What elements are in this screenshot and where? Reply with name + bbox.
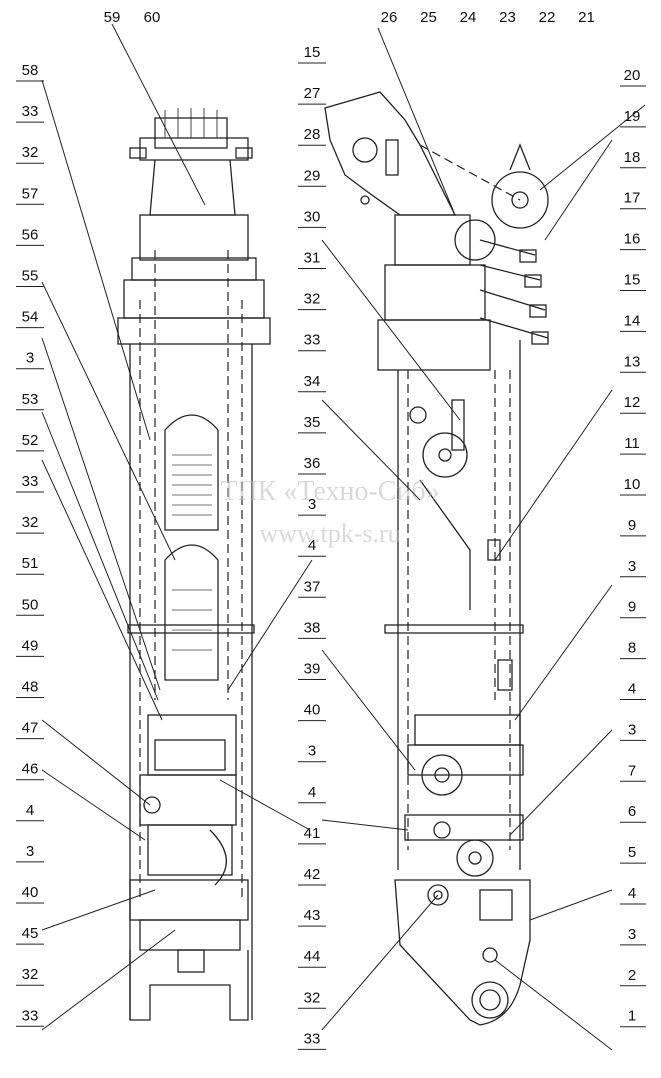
callout-right-13: 9 xyxy=(628,599,636,616)
callout-left-12: 51 xyxy=(22,555,39,572)
callout-center-23: 32 xyxy=(304,989,321,1006)
callout-center-3: 29 xyxy=(304,167,321,184)
callout-right-17: 7 xyxy=(628,762,636,779)
callout-right-7: 13 xyxy=(624,353,641,370)
callout-left-15: 48 xyxy=(22,679,39,696)
callout-right-20: 4 xyxy=(628,885,636,902)
callout-right-9: 11 xyxy=(624,435,640,452)
callout-top-right-4: 22 xyxy=(539,9,556,26)
callout-left-top-1: 60 xyxy=(144,9,161,26)
callout-center-20: 42 xyxy=(304,866,321,883)
callout-right-5: 15 xyxy=(624,272,641,289)
callouts-left: 5833325756555435352333251504948474643404… xyxy=(16,62,44,1027)
callout-left-16: 47 xyxy=(22,720,39,737)
callout-center-8: 34 xyxy=(304,373,321,390)
boom-top-view xyxy=(117,108,271,1021)
callout-center-2: 28 xyxy=(304,126,321,143)
callout-center-1: 27 xyxy=(304,85,321,102)
watermark-line1: ТПК «Техно-Сиб» xyxy=(220,476,439,507)
callout-center-22: 44 xyxy=(304,948,321,965)
callout-left-5: 55 xyxy=(22,268,39,285)
callout-left-17: 46 xyxy=(22,761,39,778)
callout-center-4: 30 xyxy=(304,208,321,225)
callout-right-14: 8 xyxy=(628,640,636,657)
callout-top-right-0: 26 xyxy=(381,9,398,26)
callout-right-11: 9 xyxy=(628,517,636,534)
callout-top-right-5: 21 xyxy=(578,9,595,26)
callouts-top-right: 26 25 24 23 22 21 xyxy=(381,9,595,26)
callout-left-20: 40 xyxy=(22,884,39,901)
callout-right-22: 2 xyxy=(628,967,636,984)
callouts-left-top: 59 60 xyxy=(104,9,161,26)
callout-top-right-1: 25 xyxy=(420,9,437,26)
callout-center-24: 33 xyxy=(304,1030,321,1047)
callout-center-9: 35 xyxy=(304,414,321,431)
callout-center-14: 38 xyxy=(304,619,321,636)
callout-left-6: 54 xyxy=(22,309,39,326)
callout-right-2: 18 xyxy=(624,149,641,166)
callout-top-right-2: 24 xyxy=(460,9,477,26)
callout-left-9: 52 xyxy=(22,432,39,449)
callout-left-top-0: 59 xyxy=(104,9,121,26)
callout-left-4: 56 xyxy=(22,226,39,243)
callout-right-21: 3 xyxy=(628,926,636,943)
callout-right-3: 17 xyxy=(624,190,641,207)
callout-right-0: 20 xyxy=(624,67,641,84)
callout-center-6: 32 xyxy=(304,291,321,308)
callout-left-18: 4 xyxy=(26,802,34,819)
callout-left-13: 50 xyxy=(22,596,39,613)
callouts-center: 1527282930313233343536343738394034414243… xyxy=(298,44,326,1050)
callout-right-15: 4 xyxy=(628,681,636,698)
callout-top-right-3: 23 xyxy=(499,9,516,26)
callout-left-11: 32 xyxy=(22,514,39,531)
callout-left-8: 53 xyxy=(22,391,39,408)
leader-lines xyxy=(41,23,646,1051)
callout-left-1: 33 xyxy=(22,103,39,120)
callout-center-7: 33 xyxy=(304,332,321,349)
callout-center-16: 40 xyxy=(304,702,321,719)
callout-left-0: 58 xyxy=(22,62,39,79)
callout-right-12: 3 xyxy=(628,558,636,575)
callout-right-19: 5 xyxy=(628,844,636,861)
callout-right-4: 16 xyxy=(624,231,641,248)
callout-left-19: 3 xyxy=(26,843,34,860)
callout-left-10: 33 xyxy=(22,473,39,490)
callout-center-21: 43 xyxy=(304,907,321,924)
callout-left-21: 45 xyxy=(22,925,39,942)
callout-right-6: 14 xyxy=(624,312,641,329)
callout-center-10: 36 xyxy=(304,455,321,472)
callout-center-11: 3 xyxy=(308,496,316,513)
watermark-line2: www.tpk-s.ru xyxy=(259,519,400,548)
callout-left-3: 57 xyxy=(22,185,39,202)
callout-center-12: 4 xyxy=(308,537,316,554)
callout-left-22: 32 xyxy=(22,966,39,983)
boom-side-view xyxy=(324,91,549,1026)
callout-center-18: 4 xyxy=(308,784,316,801)
callout-right-23: 1 xyxy=(628,1008,636,1025)
callout-center-17: 3 xyxy=(308,743,316,760)
callout-left-14: 49 xyxy=(22,637,39,654)
callout-left-23: 33 xyxy=(22,1007,39,1024)
callout-center-5: 31 xyxy=(304,250,321,267)
callout-left-7: 3 xyxy=(26,350,34,367)
callout-center-13: 37 xyxy=(304,578,321,595)
callout-right-16: 3 xyxy=(628,721,636,738)
callout-left-2: 32 xyxy=(22,144,39,161)
callout-right-8: 12 xyxy=(624,394,641,411)
callout-center-15: 39 xyxy=(304,661,321,678)
callout-right-10: 10 xyxy=(624,476,641,493)
callout-center-0: 15 xyxy=(304,44,321,61)
callout-right-18: 6 xyxy=(628,803,636,820)
